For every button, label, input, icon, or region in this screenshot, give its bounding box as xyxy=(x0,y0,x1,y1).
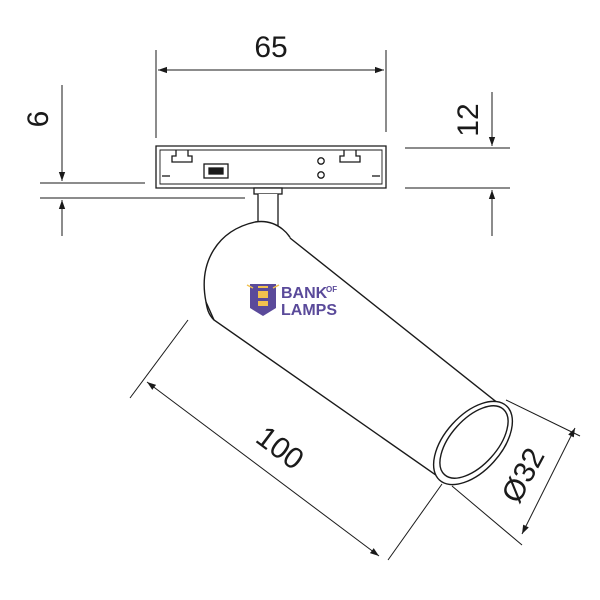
dimension-label-track-height: 6 xyxy=(22,111,55,128)
dimension-line-length xyxy=(146,381,380,557)
extension-line-upper xyxy=(505,399,581,437)
lighthouse-icon xyxy=(246,284,280,316)
adapter-collar xyxy=(253,187,283,195)
dimension-diameter xyxy=(451,399,581,546)
logo-text-lamps: LAMPS xyxy=(281,302,337,319)
dimension-line-diameter xyxy=(521,427,576,535)
extension-line-back xyxy=(129,319,189,399)
track-adapter xyxy=(155,145,387,195)
spotlight-cylinder xyxy=(203,220,514,486)
dimension-label-width: 65 xyxy=(254,31,287,64)
cylinder-body xyxy=(203,220,506,479)
screw-bottom xyxy=(317,171,325,179)
extension-line-lower xyxy=(451,485,523,546)
logo-text-bank: BANK xyxy=(281,285,328,302)
cylinder-front-inner-rim xyxy=(439,405,509,479)
switch-slider xyxy=(208,167,224,175)
dimension-adapter-height xyxy=(405,92,510,236)
adapter-housing xyxy=(155,145,387,189)
bank-of-lamps-logo: BANK OF LAMPS xyxy=(246,284,337,319)
dimension-label-adapter-height: 12 xyxy=(452,103,485,136)
extension-line-front xyxy=(387,483,443,561)
right-clip xyxy=(339,150,361,163)
cylinder-edge xyxy=(205,301,215,321)
logo-text-of: OF xyxy=(326,285,337,294)
dimension-track-height xyxy=(40,85,245,236)
dimension-width xyxy=(155,50,387,138)
dimension-label-diameter: Ø32 xyxy=(496,443,552,509)
dimension-length xyxy=(129,319,443,561)
left-clip xyxy=(171,150,193,163)
adapter-inner-outline xyxy=(159,149,383,185)
dimension-label-length: 100 xyxy=(250,420,310,476)
screw-top xyxy=(317,157,325,165)
